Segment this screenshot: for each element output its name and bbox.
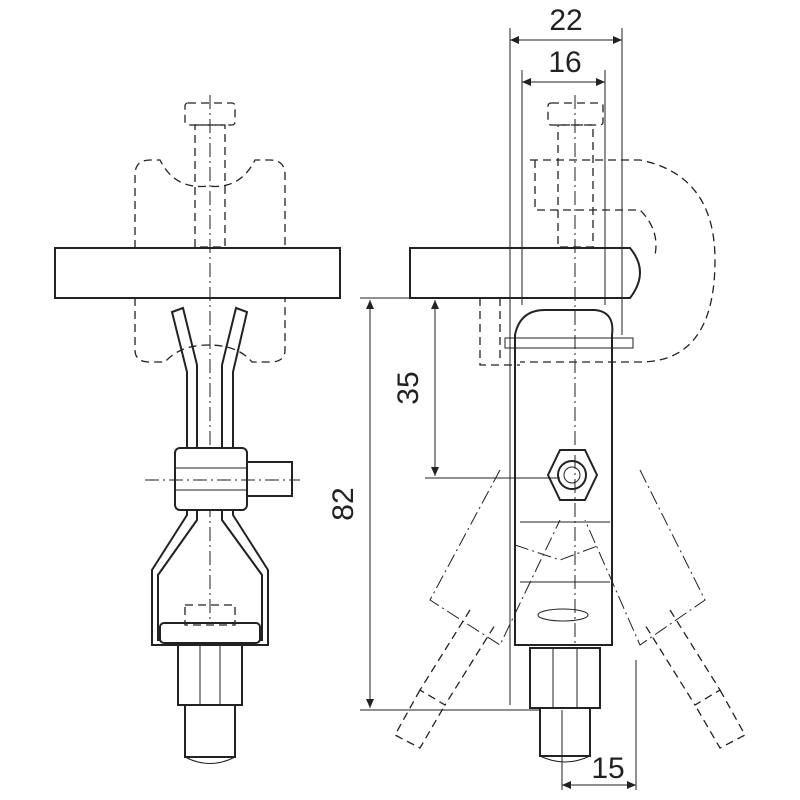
left-lower-clamp xyxy=(134,298,286,363)
left-side-nut xyxy=(174,447,248,511)
right-rod-nut xyxy=(529,647,601,709)
left-view xyxy=(54,95,341,764)
left-upper-clamp xyxy=(134,159,286,248)
left-rod-nut xyxy=(177,644,243,706)
right-threaded-rod xyxy=(539,707,591,757)
left-beam-flange xyxy=(54,247,341,299)
dim-15-label: 15 xyxy=(591,752,624,785)
dimensions: 22 16 35 82 15 xyxy=(327,4,637,790)
right-swing-positions xyxy=(429,469,706,646)
right-beam-flange xyxy=(409,247,641,299)
right-view xyxy=(394,95,746,763)
left-side-bolt xyxy=(246,461,293,497)
dim-35-label: 35 xyxy=(392,371,425,404)
dim-82-label: 82 xyxy=(327,487,360,520)
dim-16-label: 16 xyxy=(548,46,581,79)
left-lower-nut-top xyxy=(184,604,236,626)
right-swung-rod-right xyxy=(644,609,746,749)
left-hanger-strap xyxy=(151,306,269,646)
dim-22-label: 22 xyxy=(549,4,582,37)
right-c-clamp xyxy=(520,159,716,363)
right-center-nut xyxy=(546,449,599,501)
right-hanger-body xyxy=(514,309,614,646)
left-threaded-rod xyxy=(184,704,236,758)
left-lower-crosspiece xyxy=(159,622,261,644)
right-swung-rod-left xyxy=(394,609,496,749)
